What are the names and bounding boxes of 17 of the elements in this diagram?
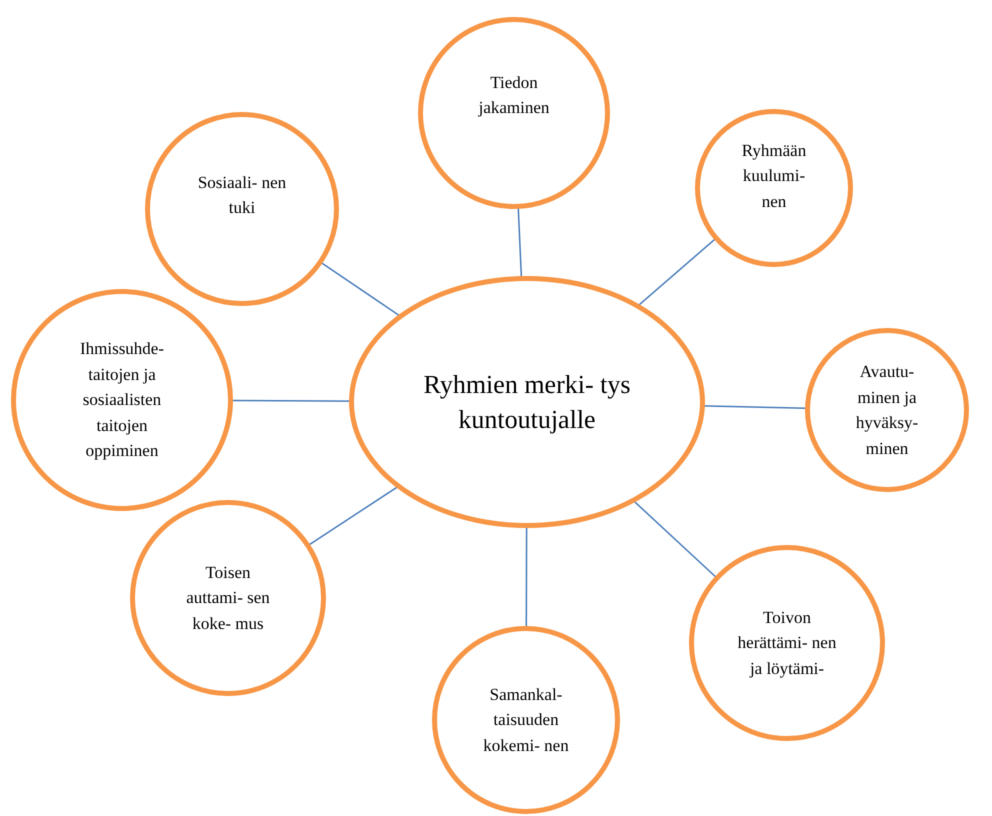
- topic-label: Tiedon jakaminen: [477, 72, 550, 119]
- topic-label: Avautu- minen ja hyväksy- minen: [854, 361, 920, 460]
- connector-line: [638, 238, 716, 306]
- topic-label: Samankal- taisuuden kokemi- nen: [482, 684, 570, 757]
- topic-label: Toisen auttami- sen koke- mus: [185, 562, 271, 635]
- connector-line: [231, 400, 351, 402]
- connector-line: [526, 526, 528, 628]
- central-label: Ryhmien merki- tys kuntoutujalle: [422, 368, 632, 436]
- topic-label: Toivon herättämi- nen ja löytämi-: [737, 606, 837, 680]
- topic-label: Sosiaali- nen tuki: [197, 172, 287, 219]
- connector-line: [320, 262, 401, 317]
- connector-line: [702, 405, 808, 409]
- connector-line: [308, 486, 399, 546]
- connector-line: [633, 500, 718, 578]
- topic-label: Ryhmään kuulumi- nen: [740, 140, 808, 213]
- topic-label: Ihmissuhde- taitojen ja sosiaalisten taitojen oppiminen: [78, 338, 166, 462]
- connector-line: [517, 206, 522, 278]
